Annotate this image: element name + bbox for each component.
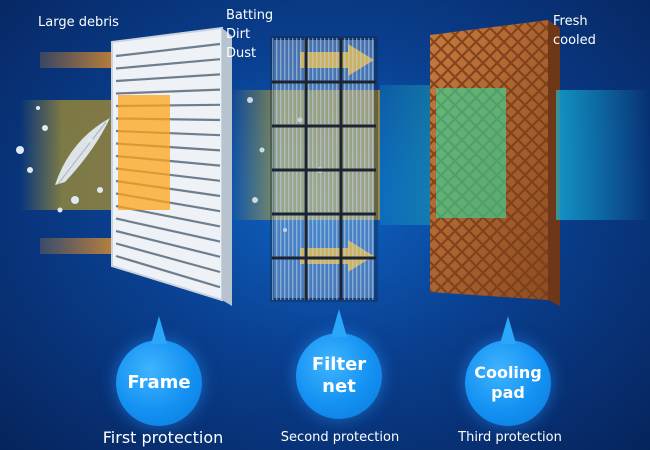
debris-icon: [16, 106, 110, 213]
airflow-outgoing: [556, 90, 650, 220]
frame-filter: [111, 26, 232, 306]
fresh-cooled-label: Fresh cooled: [553, 14, 596, 48]
cooling-pad-bubble-label: Cooling pad: [474, 363, 542, 402]
frame-slat: [115, 242, 221, 274]
frame-slat: [115, 58, 221, 70]
filter-net: [270, 36, 378, 302]
batting-dirt-dust-label: Batting Dirt Dust: [226, 8, 274, 61]
frame-slat: [115, 217, 221, 243]
large-debris-label: Large debris: [38, 15, 119, 30]
frame-slat: [115, 254, 221, 289]
filter-net-bubble: Filter net: [296, 309, 382, 419]
third-protection-caption: Third protection: [458, 430, 562, 445]
second-protection-caption: Second protection: [280, 430, 400, 445]
frame-bubble-label: Frame: [127, 371, 191, 393]
first-protection-caption: First protection: [102, 428, 224, 447]
frame-slat: [115, 42, 221, 58]
cooling-pad-bubble: Cooling pad: [465, 316, 551, 426]
frame-bubble: Frame: [116, 316, 202, 426]
frame-slat: [115, 73, 221, 83]
frame-slat: [115, 229, 221, 258]
cooling-pad: [430, 20, 560, 306]
filter-net-bubble-label: Filter net: [311, 353, 367, 398]
frame-slat: [115, 88, 221, 95]
